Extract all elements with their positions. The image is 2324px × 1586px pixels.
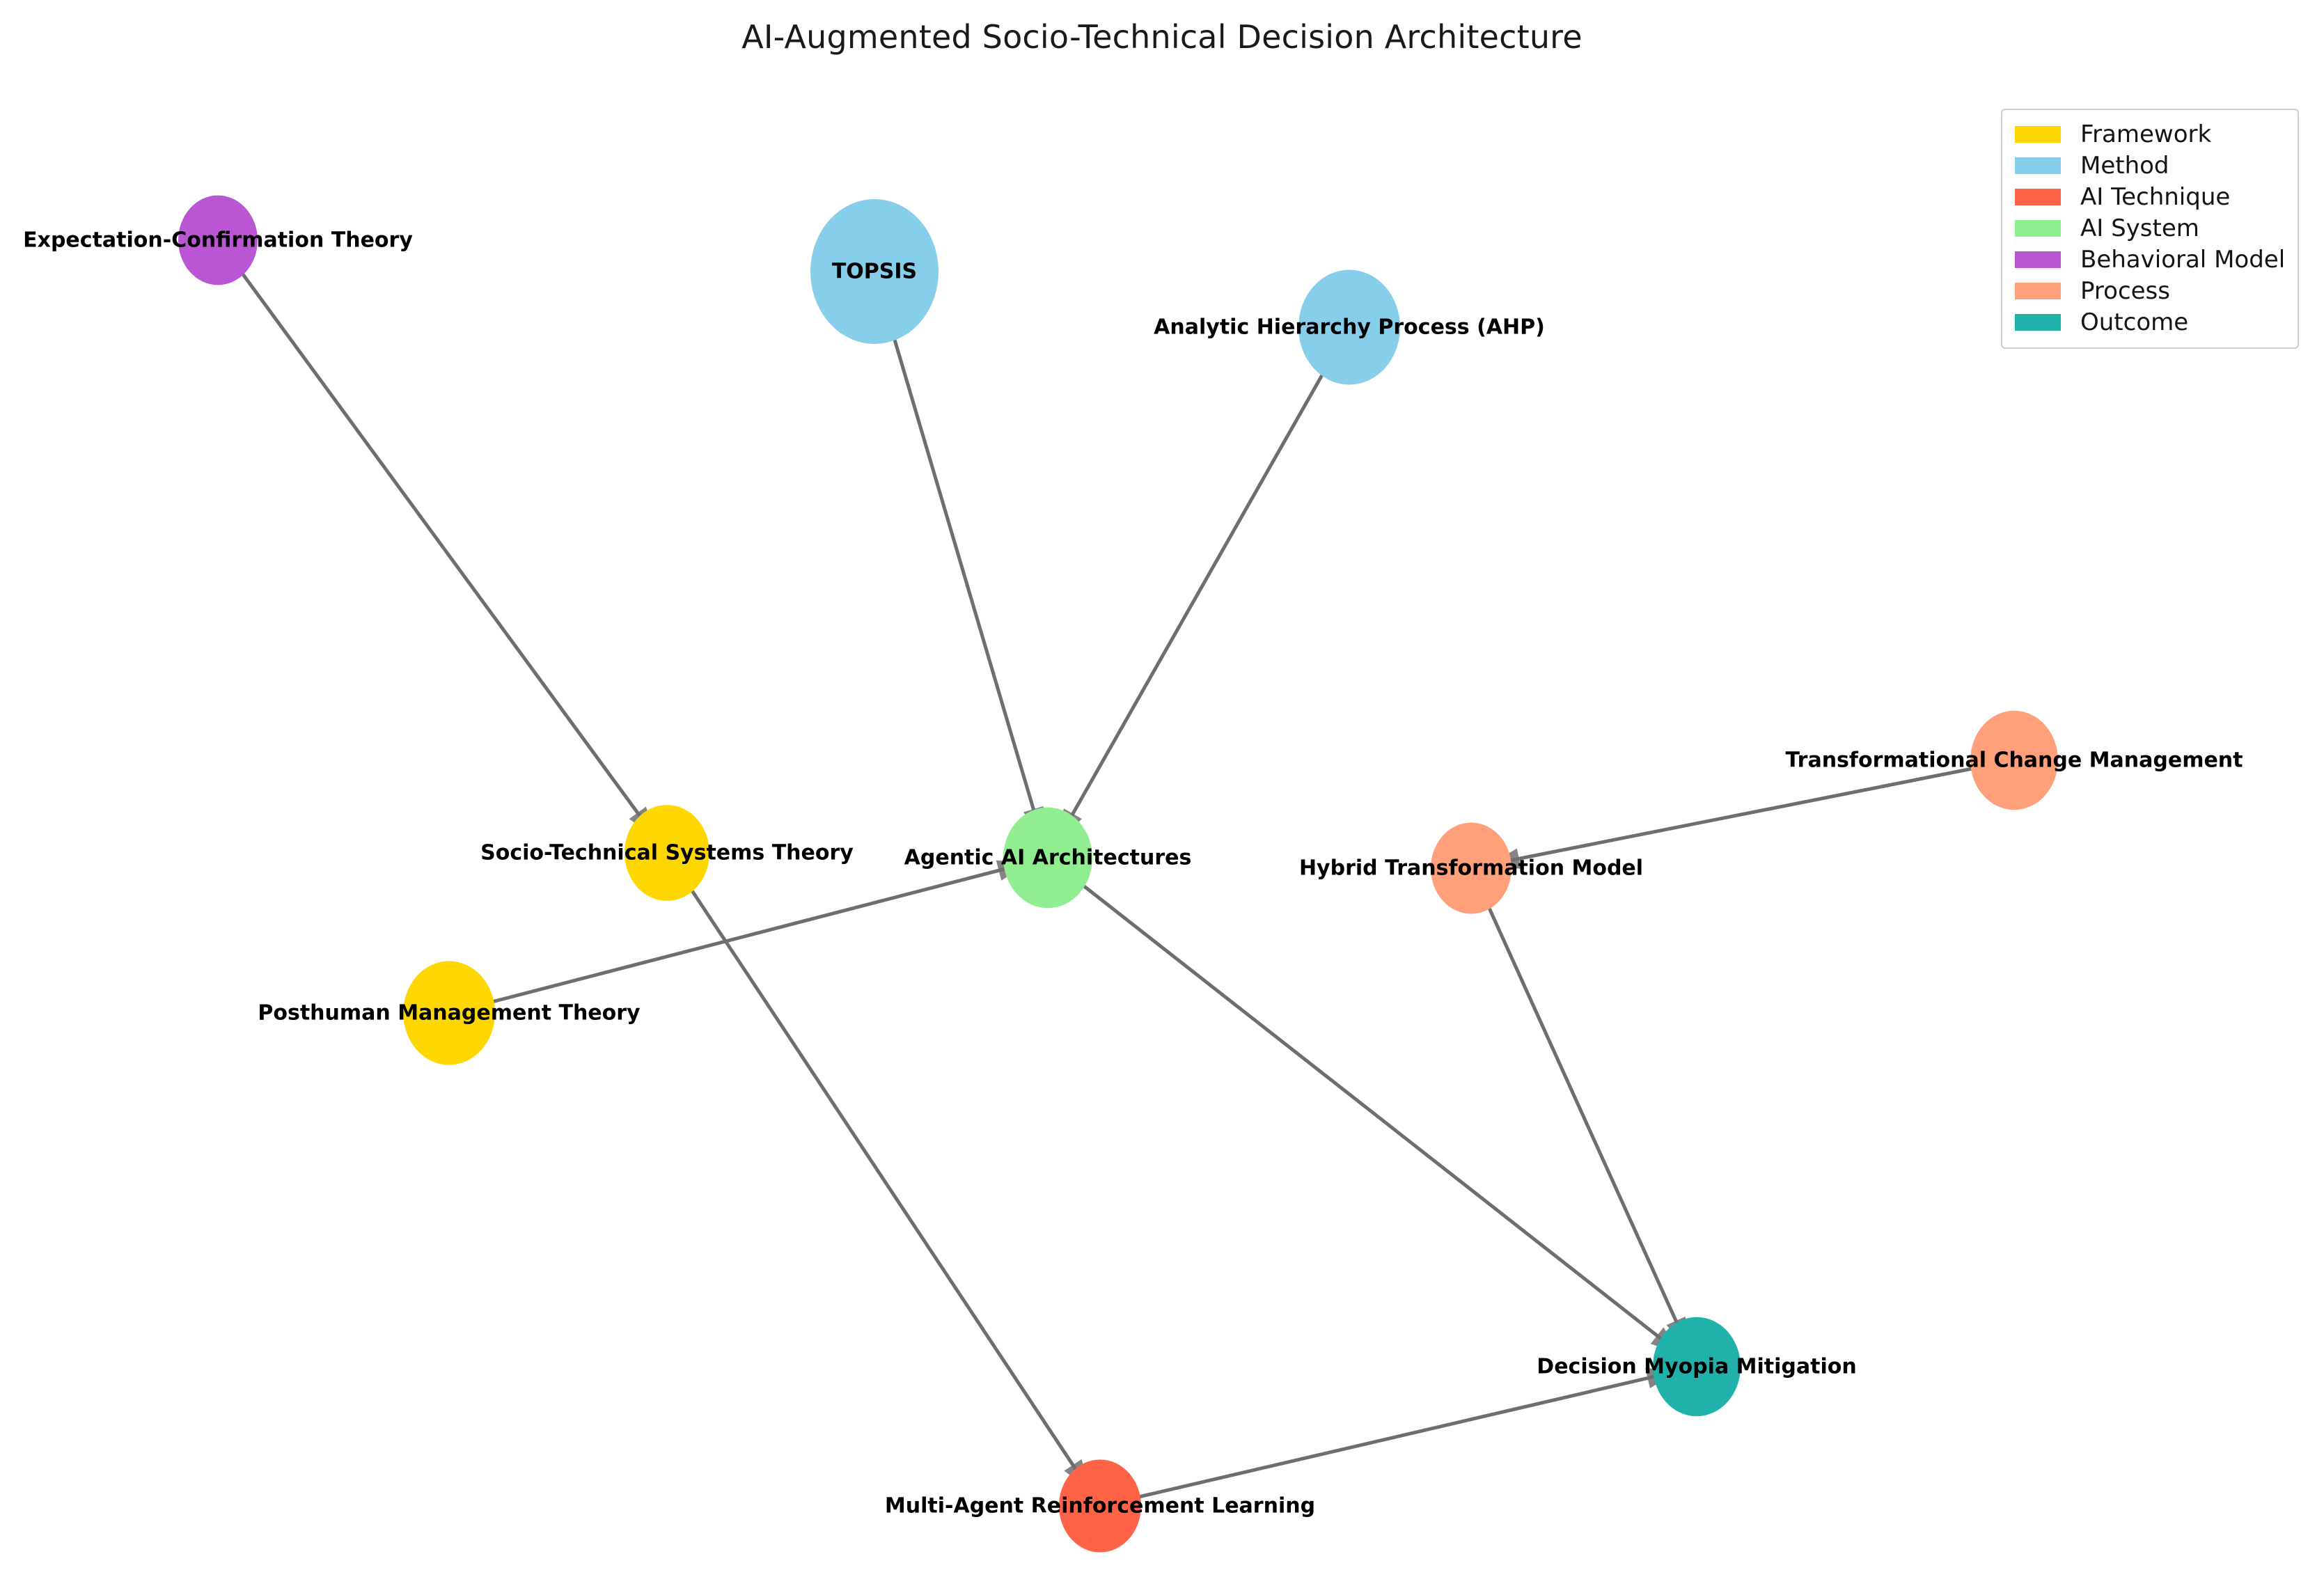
legend-swatch-icon bbox=[2015, 219, 2061, 237]
graph-node[interactable] bbox=[178, 195, 258, 285]
legend-swatch-icon bbox=[2015, 282, 2061, 299]
graph-node[interactable] bbox=[1003, 807, 1092, 909]
graph-edge bbox=[1066, 871, 1683, 1356]
legend-swatch-icon bbox=[2015, 157, 2061, 174]
graph-edge bbox=[1056, 350, 1337, 842]
graph-node[interactable] bbox=[1298, 269, 1400, 385]
legend-swatch-icon bbox=[2015, 188, 2061, 205]
legend-item-framework[interactable]: Framework bbox=[2015, 118, 2285, 150]
graph-node[interactable] bbox=[810, 199, 939, 344]
legend-swatch-icon bbox=[2015, 251, 2061, 268]
legend-item-label: AI Technique bbox=[2080, 182, 2231, 211]
legend-item-process[interactable]: Process bbox=[2015, 275, 2285, 306]
legend-item-label: Behavioral Model bbox=[2080, 245, 2286, 274]
graph-node[interactable] bbox=[1431, 822, 1512, 914]
legend-item-label: Process bbox=[2080, 276, 2170, 305]
legend-item-ai-technique[interactable]: AI Technique bbox=[2015, 181, 2285, 212]
graph-node[interactable] bbox=[625, 805, 709, 901]
legend-item-label: AI System bbox=[2080, 214, 2199, 242]
graph-node[interactable] bbox=[1970, 710, 2058, 810]
page-title: AI-Augmented Socio-Technical Decision Ar… bbox=[741, 18, 1583, 56]
graph-node[interactable] bbox=[1059, 1459, 1141, 1553]
legend-item-ai-system[interactable]: AI System bbox=[2015, 212, 2285, 244]
legend-item-method[interactable]: Method bbox=[2015, 150, 2285, 181]
graph-edge bbox=[1122, 1367, 1678, 1503]
edges-layer bbox=[229, 256, 1991, 1503]
legend-item-outcome[interactable]: Outcome bbox=[2015, 306, 2285, 338]
legend-item-label: Method bbox=[2080, 151, 2169, 180]
graph-edge bbox=[678, 871, 1092, 1492]
graph-edge bbox=[882, 304, 1044, 840]
legend-item-behavioral-model[interactable]: Behavioral Model bbox=[2015, 244, 2285, 275]
legend-swatch-icon bbox=[2015, 313, 2061, 331]
graph-node[interactable] bbox=[403, 961, 495, 1065]
graph-edge bbox=[229, 256, 657, 839]
graph-edge bbox=[1489, 763, 1991, 870]
graph-node[interactable] bbox=[1653, 1317, 1741, 1417]
nodes-layer bbox=[178, 195, 2058, 1553]
legend-item-label: Outcome bbox=[2080, 308, 2189, 336]
legend-item-label: Framework bbox=[2080, 120, 2212, 148]
graph-edge bbox=[473, 860, 1029, 1009]
legend-swatch-icon bbox=[2015, 125, 2061, 143]
